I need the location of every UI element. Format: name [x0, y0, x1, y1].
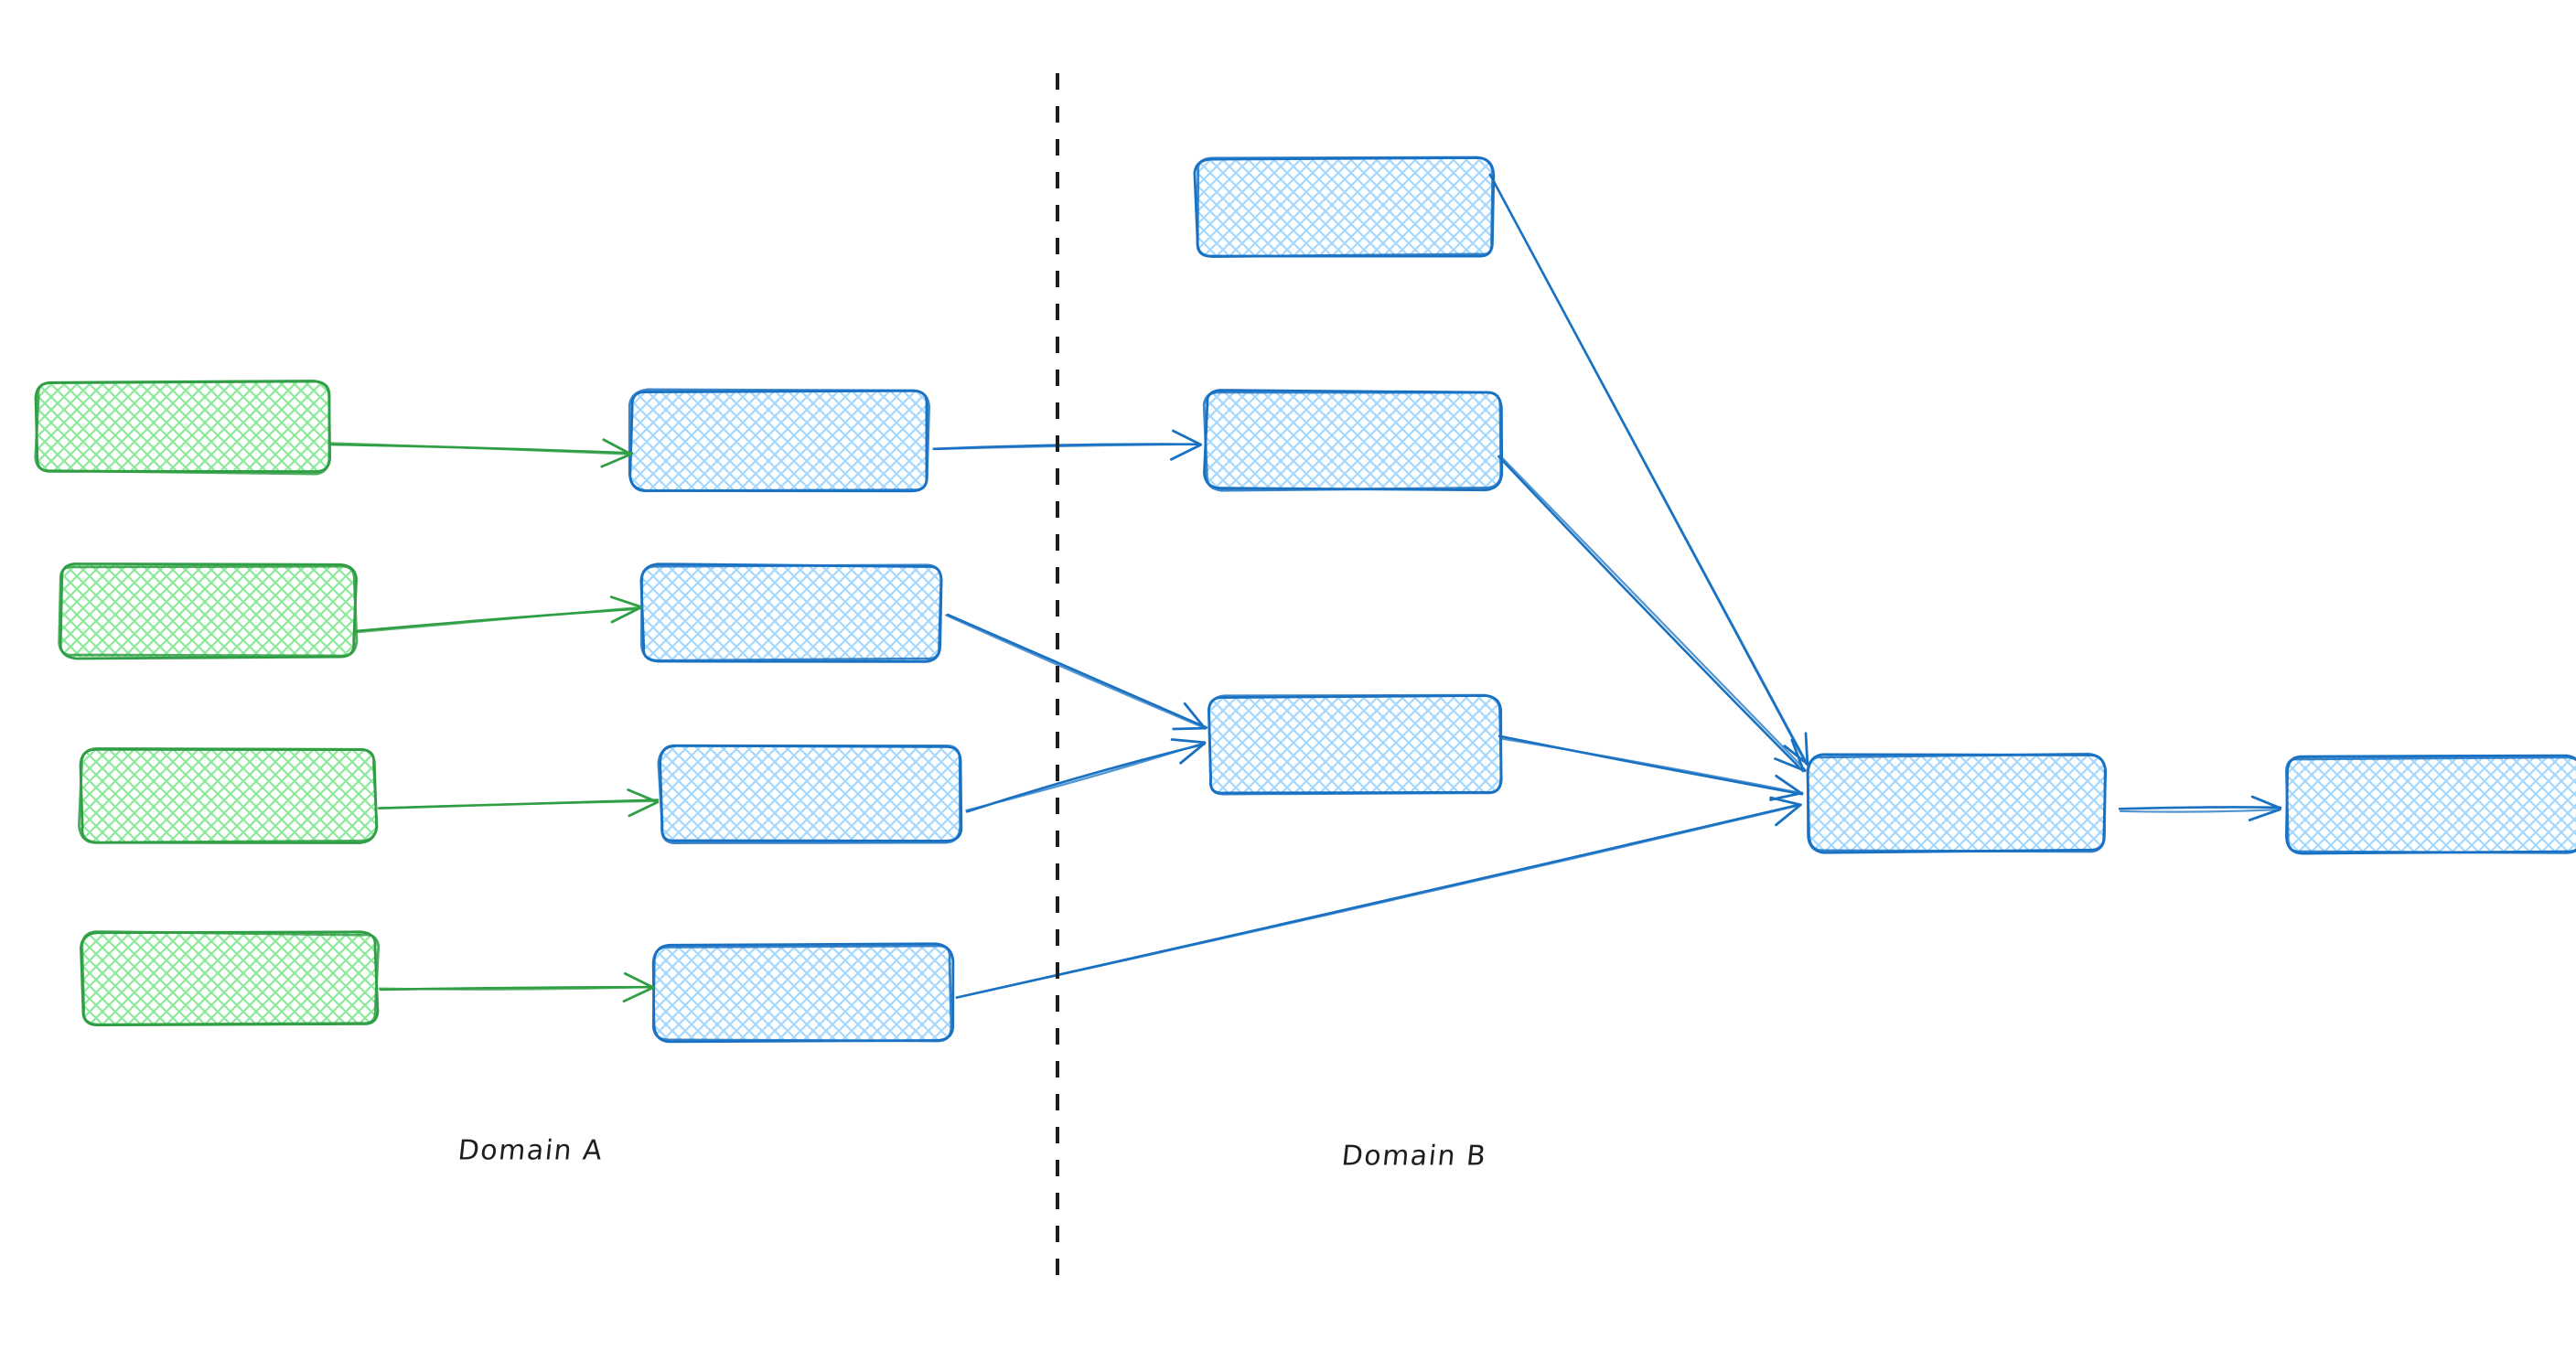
node-a4[interactable] [79, 929, 381, 1028]
node-c1[interactable] [1193, 155, 1497, 260]
edge-line [946, 613, 1208, 729]
edge-a4-b4[interactable] [378, 971, 656, 1003]
edge-line [1498, 455, 1807, 771]
edge-arrowhead [602, 438, 632, 456]
label-domain-a: Domain A [456, 1134, 606, 1167]
node-outline [77, 746, 379, 844]
edge-c3-d1[interactable] [1497, 734, 1804, 801]
edge-arrowhead [2248, 808, 2281, 821]
edge-line [945, 614, 1207, 730]
edge-arrowhead [628, 800, 660, 818]
edge-a3-b3[interactable] [377, 788, 660, 818]
node-c3[interactable] [1206, 693, 1504, 798]
edge-arrowhead [2250, 795, 2281, 809]
edge-line [2118, 806, 2282, 810]
node-outline [34, 380, 331, 476]
node-a2[interactable] [57, 562, 359, 660]
node-outline [1208, 693, 1503, 796]
node-a3[interactable] [77, 746, 379, 845]
edge-arrowhead [1775, 774, 1803, 795]
edge-line [1500, 737, 1804, 795]
node-e1[interactable] [2283, 754, 2576, 856]
node-outline [651, 944, 953, 1043]
edge-c2-d1[interactable] [1497, 455, 1807, 773]
edge-a2-b2[interactable] [354, 595, 643, 634]
edge-arrowhead [1172, 726, 1207, 731]
node-outline [657, 744, 962, 844]
node-fill [80, 750, 375, 841]
edge-arrowhead [1790, 738, 1805, 772]
edge-d1-e1[interactable] [2118, 795, 2282, 821]
node-outline [628, 388, 930, 493]
node-d1[interactable] [1806, 752, 2108, 854]
node-fill [1206, 391, 1500, 488]
edge-arrowhead [609, 595, 641, 608]
edge-arrowhead [622, 986, 655, 1003]
node-b1[interactable] [628, 388, 931, 494]
edge-line [329, 442, 633, 456]
node-outline [58, 564, 359, 658]
node-fill [655, 946, 951, 1041]
edge-c1-d1[interactable] [1488, 173, 1810, 766]
node-b2[interactable] [639, 562, 944, 664]
node-fill [82, 933, 377, 1024]
edge-b1-c2[interactable] [932, 429, 1203, 461]
edge-line [935, 443, 1201, 451]
label-domain-b: Domain B [1339, 1140, 1489, 1173]
edge-line [955, 804, 1800, 999]
node-outline [639, 563, 943, 662]
edge-arrowhead [623, 971, 656, 990]
edge-arrowhead [610, 606, 643, 624]
node-outline [2284, 756, 2576, 854]
node-fill [1809, 756, 2104, 851]
edge-line [1497, 455, 1805, 773]
node-outline [1202, 391, 1503, 492]
node-fill [37, 382, 329, 472]
edge-a1-b1[interactable] [329, 438, 634, 468]
edge-arrowhead [1183, 702, 1207, 730]
node-a1[interactable] [33, 379, 333, 476]
edge-b2-c3[interactable] [945, 613, 1208, 731]
node-b3[interactable] [657, 743, 964, 845]
node-c2[interactable] [1202, 388, 1504, 492]
edge-b3-c3[interactable] [965, 738, 1207, 813]
edge-arrowhead [1179, 742, 1207, 765]
edge-line [1490, 176, 1809, 766]
edge-arrowhead [1172, 429, 1203, 446]
edge-arrowhead [600, 453, 633, 468]
edge-line [377, 799, 659, 809]
edge-arrowhead [1774, 757, 1807, 772]
node-outline [80, 930, 381, 1026]
edge-arrowhead [1170, 738, 1207, 745]
node-fill [1209, 697, 1500, 794]
node-fill [60, 565, 355, 657]
edge-line [2119, 809, 2281, 813]
edge-arrowhead [1170, 444, 1202, 461]
edge-line [354, 606, 642, 634]
edge-arrowhead [1769, 791, 1804, 801]
node-b4[interactable] [651, 942, 955, 1045]
node-outline [1196, 155, 1495, 258]
node-fill [2287, 757, 2576, 852]
node-fill [642, 565, 940, 660]
node-fill [660, 746, 961, 841]
edge-b4-d1[interactable] [955, 796, 1802, 999]
edge-arrowhead [1775, 803, 1802, 827]
edge-arrowhead [627, 788, 660, 804]
edge-arrowhead [1804, 732, 1809, 766]
edge-line [965, 741, 1207, 812]
node-fill [631, 391, 928, 490]
edge-line [378, 985, 655, 991]
node-fill [1197, 159, 1493, 256]
